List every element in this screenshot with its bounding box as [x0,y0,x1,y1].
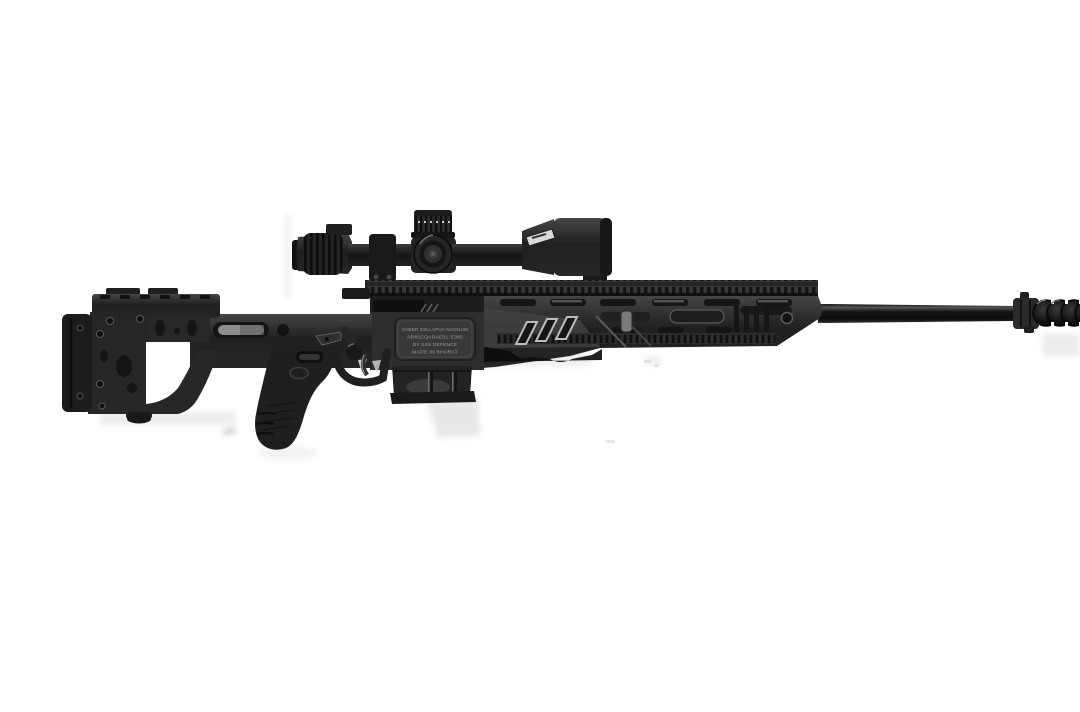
engraving-plate: SABER 338 LAPUA MAGNUM AB45CQADAE01-E385… [394,317,476,361]
rifle-illustration: SABER 338 LAPUA MAGNUM AB45CQADAE01-E385… [40,16,1080,696]
artifact-speckles [606,360,659,443]
pistol-grip [255,346,336,450]
stock-foot [88,350,216,414]
engraving-line-1: SABER 338 LAPUA MAGNUM [402,327,468,333]
magnification-ring [303,233,343,275]
scope-tube-front [452,244,524,266]
stock-cutouts [100,320,197,393]
barrel [818,304,1015,323]
objective-rim [600,218,612,276]
picatinny-top-rail [342,280,818,299]
scope-ring-mount-rear [369,234,396,282]
chassis-hole [277,324,289,336]
muzzle-brake [1013,292,1080,333]
engraving-line-4: MADE IN BHARAT [412,350,458,356]
scope-label [525,228,556,247]
slanted-vent-slots [514,316,579,345]
bolt-knob [346,344,362,360]
power-ring-lever [326,224,352,235]
bolt-handle [338,326,362,360]
skeleton-buttstock [62,288,220,424]
stock-bottom-knob [126,412,152,424]
mlok-slots [600,306,792,333]
lightening-slots [500,299,792,306]
hash-marks [420,303,439,313]
trigger-group [332,346,391,387]
handguard [480,296,823,368]
magazine-baseplate [390,391,476,404]
telescopic-scope [292,210,612,282]
stock-bolts [96,315,144,410]
engraving-line-2: AB45CQADAE01-E385 [407,335,463,341]
nose-hole [780,311,794,325]
rifle-product-photo: SABER 338 LAPUA MAGNUM AB45CQADAE01-E385… [40,16,1080,696]
grip-emblem [289,366,309,380]
ejection-port [373,300,425,312]
underside-shadow [480,346,602,362]
grip-texture [262,401,297,431]
butt-pad [62,314,92,412]
engraving-line-3: BY SSS DEFENCE [413,342,458,348]
scope-objective-bell [552,218,608,276]
trigger [360,352,369,377]
bottom-accessory-rail [497,333,775,344]
takedown-pin [620,310,633,333]
nose-grooves [734,306,769,332]
trigger-guard [332,346,391,387]
box-magazine [390,366,476,404]
scope-elevation-turret [411,210,455,238]
cheek-rest [92,288,220,318]
scope-parallax-knob [413,234,453,274]
finger-grooves [255,411,277,436]
safety-lever [315,331,342,346]
rail-step [342,288,370,299]
